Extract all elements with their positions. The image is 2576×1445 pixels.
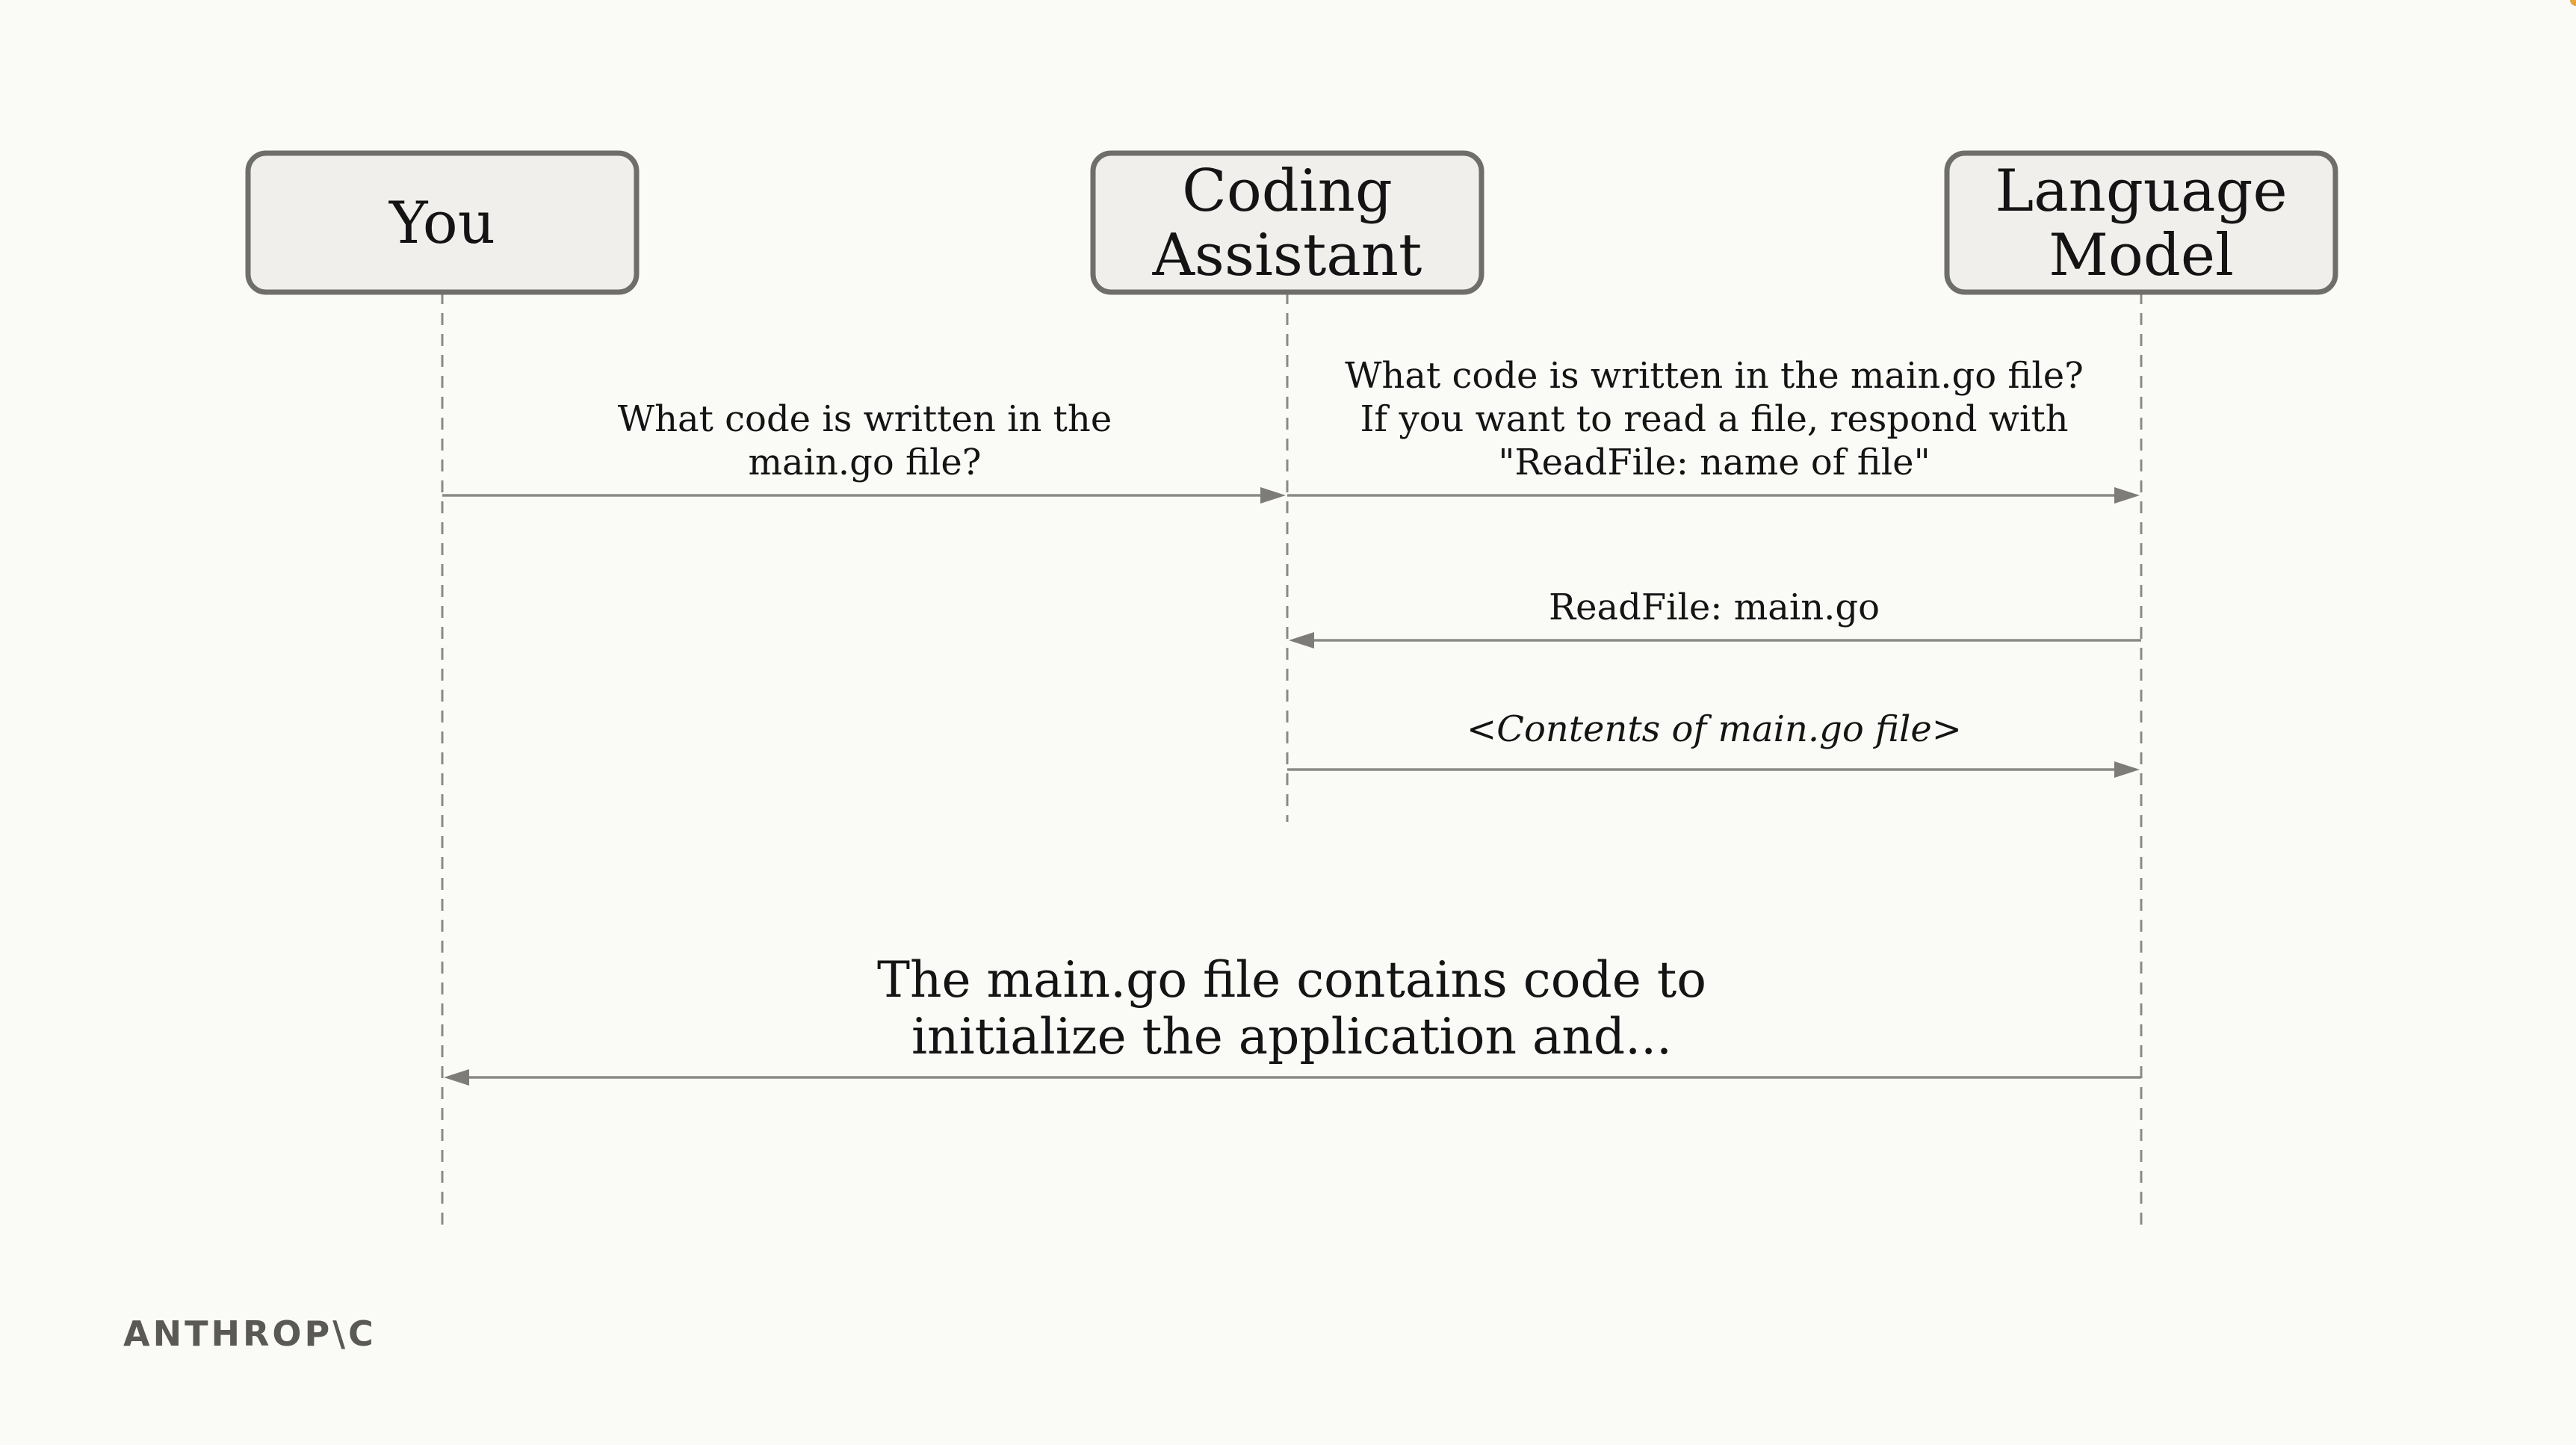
anthropic-logo: ANTHROP\C: [123, 1314, 377, 1354]
message-arrowhead: [1260, 487, 1286, 504]
message-4: <Contents of main.go file>: [1287, 708, 2140, 778]
message-label: ReadFile: main.go: [1549, 587, 1880, 628]
actor-label-assistant: Assistant: [1152, 222, 1422, 289]
message-label: "ReadFile: name of file": [1498, 442, 1930, 483]
actor-label-you: You: [388, 190, 495, 257]
message-arrowhead: [1289, 632, 1314, 649]
message-label: What code is written in the: [618, 398, 1112, 440]
message-label: If you want to read a file, respond with: [1360, 398, 2068, 440]
corner-indicator: [2570, 0, 2576, 6]
message-label: initialize the application and...: [911, 1008, 1672, 1065]
message-5: The main.go file contains code toinitial…: [444, 951, 2141, 1086]
message-arrowhead: [2114, 761, 2140, 778]
message-label: main.go file?: [748, 442, 981, 483]
message-label: <Contents of main.go file>: [1467, 708, 1962, 750]
message-2: What code is written in the main.go file…: [1287, 355, 2140, 504]
actor-box-frame: [245, 150, 640, 295]
actor-label-assistant: Coding: [1182, 158, 1393, 225]
message-arrowhead: [444, 1069, 469, 1086]
actor-box-you: You: [245, 150, 640, 295]
message-label: The main.go file contains code to: [877, 951, 1706, 1009]
actor-box-frame: [1090, 150, 1484, 295]
message-arrowhead: [2114, 487, 2140, 504]
message-label: What code is written in the main.go file…: [1345, 355, 2084, 397]
actor-box-frame: [1944, 150, 2338, 295]
actor-label-model: Model: [2049, 222, 2234, 289]
actor-label-model: Language: [1995, 158, 2287, 225]
message-3: ReadFile: main.go: [1289, 587, 2141, 649]
